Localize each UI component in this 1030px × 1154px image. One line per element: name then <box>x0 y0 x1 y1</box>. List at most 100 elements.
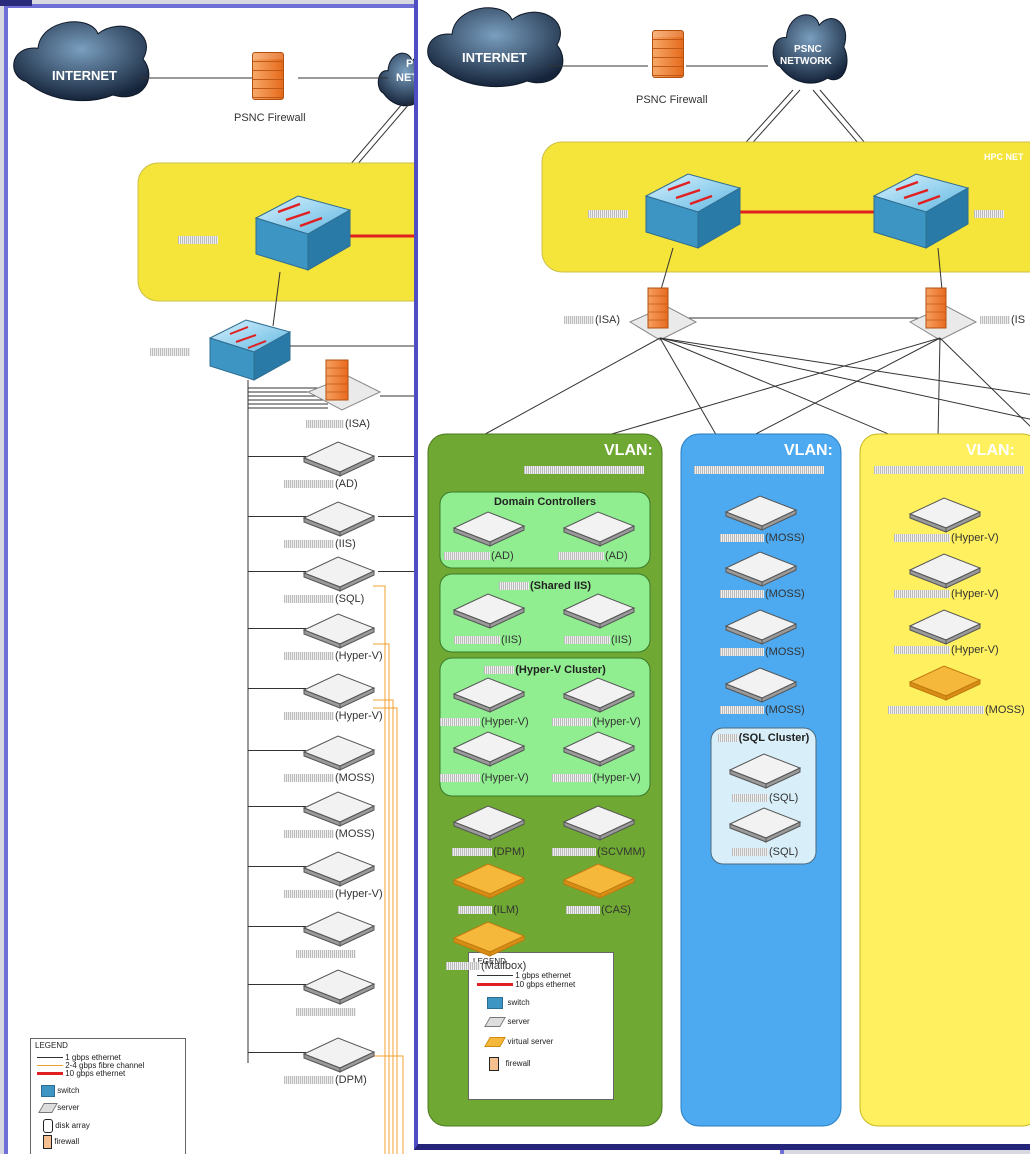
scvmm-label: (SCVMM) <box>552 846 645 858</box>
hyperv-y3-label: (Hyper-V) <box>894 644 999 656</box>
psnc-network-label-1: PSNC <box>794 44 822 55</box>
group-hyperv-cluster-title: (Hyper-V Cluster) <box>440 664 650 676</box>
isa-firewall-1-icon <box>628 287 698 341</box>
server-unnamed-2-label <box>296 1006 357 1018</box>
vlan-green-name <box>524 464 645 476</box>
dc2-label: (AD) <box>558 550 628 562</box>
switch-icon <box>487 997 503 1009</box>
core-switch-1-icon <box>644 173 742 249</box>
link-core-access <box>272 271 281 327</box>
core-switch-icon <box>254 195 352 271</box>
dpm-server-icon <box>452 805 526 841</box>
legend-right-item-10g: 10 gbps ethernet <box>515 980 576 989</box>
hv1-label: (Hyper-V) <box>440 716 529 728</box>
server-dpm-label: (DPM) <box>284 1074 367 1086</box>
moss2-label: (MOSS) <box>720 588 805 600</box>
isa-firewall-icon <box>306 359 382 411</box>
moss4-server-icon <box>724 667 798 703</box>
group-shared-iis-title: (Shared IIS) <box>440 580 650 592</box>
legend-left-item-1g: 1 gbps ethernet <box>65 1053 121 1062</box>
vlan-green-title: VLAN: <box>604 442 653 459</box>
core-switch-2-name <box>974 208 1005 220</box>
psnc-firewall-icon <box>252 52 284 100</box>
dpm-label: (DPM) <box>452 846 525 858</box>
trunk-branch-right <box>378 456 414 457</box>
core-switch-1-name <box>588 208 629 220</box>
moss1-label: (MOSS) <box>720 532 805 544</box>
legend-right-item-1g: 1 gbps ethernet <box>515 971 571 980</box>
server-icon <box>38 1103 58 1113</box>
group-sql-cluster-title: (SQL Cluster) <box>711 732 816 744</box>
vlan-yellow-name <box>874 464 1025 476</box>
access-switch-icon <box>208 319 292 381</box>
hv1-server-icon <box>452 677 526 713</box>
server-hyperv-1-label: (Hyper-V) <box>284 650 383 662</box>
psnc-network-label-2: NETWORK <box>780 56 832 67</box>
hv2-label: (Hyper-V) <box>552 716 641 728</box>
server-hyperv-1-icon <box>302 613 376 649</box>
iis2-label: (IIS) <box>564 634 632 646</box>
internet-cloud-right-icon <box>427 7 564 88</box>
server-unnamed-2-icon <box>302 969 376 1005</box>
server-moss-2-icon <box>302 791 376 827</box>
firewall-label-right: PSNC Firewall <box>636 94 708 106</box>
internet-cloud-icon <box>13 21 150 102</box>
vlan-blue-name <box>694 464 825 476</box>
server-hyperv-3-icon <box>302 851 376 887</box>
dc1-server-icon <box>452 511 526 547</box>
legend-left: LEGEND 1 gbps ethernet 2-4 gbps fibre ch… <box>30 1038 186 1154</box>
moss1-server-icon <box>724 495 798 531</box>
hyperv-y1-label: (Hyper-V) <box>894 532 999 544</box>
sql2-label: (SQL) <box>732 846 798 858</box>
vlan-blue-title: VLAN: <box>784 442 833 459</box>
hyperv-y3-server-icon <box>908 609 982 645</box>
legend-left-item-switch: switch <box>57 1086 80 1096</box>
hv3-server-icon <box>452 731 526 767</box>
access-switch-name <box>150 346 191 358</box>
trunk-branch <box>248 866 306 867</box>
trunk-branch-right <box>378 571 414 572</box>
server-unnamed-1-icon <box>302 911 376 947</box>
firewall-icon <box>43 1135 52 1149</box>
moss3-label: (MOSS) <box>720 646 805 658</box>
hpc-network-label: HPC NET <box>984 152 1024 162</box>
vlan-yellow-title: VLAN: <box>966 442 1015 459</box>
isa-firewall-2-icon <box>908 287 978 341</box>
iis1-server-icon <box>452 593 526 629</box>
server-iis-icon <box>302 501 376 537</box>
legend-left-item-fibre: 2-4 gbps fibre channel <box>65 1061 145 1070</box>
sql1-label: (SQL) <box>732 792 798 804</box>
trunk-branch <box>248 456 306 457</box>
virtual-server-icon <box>484 1037 506 1047</box>
trunk-branch <box>248 926 306 927</box>
group-domain-controllers <box>439 491 651 569</box>
internet-cloud-label: INTERNET <box>52 68 117 83</box>
hv3-label: (Hyper-V) <box>440 772 529 784</box>
scvmm-server-icon <box>562 805 636 841</box>
group-domain-controllers-title: Domain Controllers <box>493 496 597 508</box>
window-corner-tab <box>0 0 32 6</box>
disk-array-icon <box>43 1119 53 1133</box>
isa-1-label: (ISA) <box>564 314 620 326</box>
legend-left-item-server: server <box>57 1103 80 1113</box>
sql1-server-icon <box>728 753 802 789</box>
switch-icon <box>41 1085 55 1097</box>
ilm-label: (ILM) <box>458 904 519 916</box>
server-hyperv-2-icon <box>302 673 376 709</box>
cas-label: (CAS) <box>566 904 631 916</box>
sql2-server-icon <box>728 807 802 843</box>
hyperv-y2-label: (Hyper-V) <box>894 588 999 600</box>
group-shared-iis <box>439 573 651 653</box>
network-cloud-label-partial-1: P <box>406 58 414 70</box>
server-ad-icon <box>302 441 376 477</box>
server-iis-label: (IIS) <box>284 538 356 550</box>
internet-cloud-label-right: INTERNET <box>462 50 527 65</box>
network-cloud-label-partial-2: NET <box>396 72 418 84</box>
legend-left-item-firewall: firewall <box>54 1137 80 1147</box>
trunk-branch <box>248 571 306 572</box>
legend-left-title: LEGEND <box>35 1041 68 1050</box>
dc1-label: (AD) <box>444 550 514 562</box>
server-hyperv-3-label: (Hyper-V) <box>284 888 383 900</box>
ilm-vserver-icon <box>452 863 526 899</box>
server-ad-label: (AD) <box>284 478 358 490</box>
